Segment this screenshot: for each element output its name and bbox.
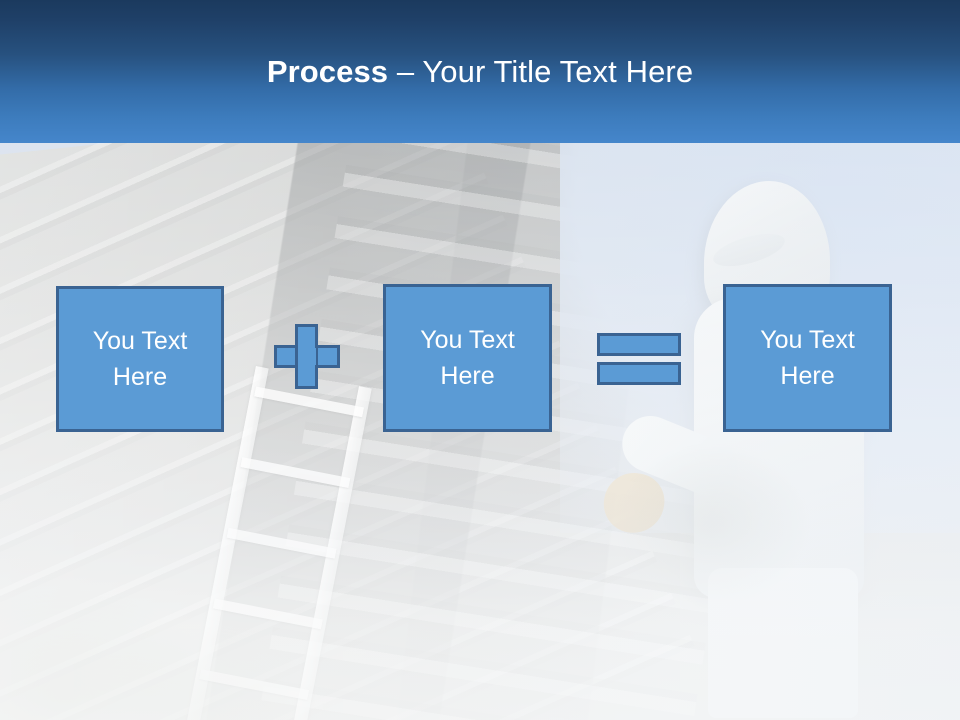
page-title-bold: Process — [266, 54, 389, 89]
page-title: Process – Your Title Text Here — [0, 52, 960, 92]
title-bar — [0, 0, 960, 143]
process-box-1-label: You Text Here — [92, 327, 188, 391]
equals-bar-bottom — [597, 362, 681, 385]
page-title-rest: – Your Title Text Here — [388, 54, 694, 89]
equals-bar-top — [597, 333, 681, 356]
process-box-3[interactable]: You Text Here — [723, 284, 892, 432]
process-box-2-label: You Text Here — [420, 326, 515, 390]
process-box-1[interactable]: You Text Here — [56, 286, 224, 432]
process-box-3-label: You Text Here — [760, 326, 855, 390]
plus-center-fill — [298, 348, 316, 365]
plus-icon — [274, 324, 340, 389]
process-box-2[interactable]: You Text Here — [383, 284, 552, 432]
equals-icon — [597, 333, 681, 385]
